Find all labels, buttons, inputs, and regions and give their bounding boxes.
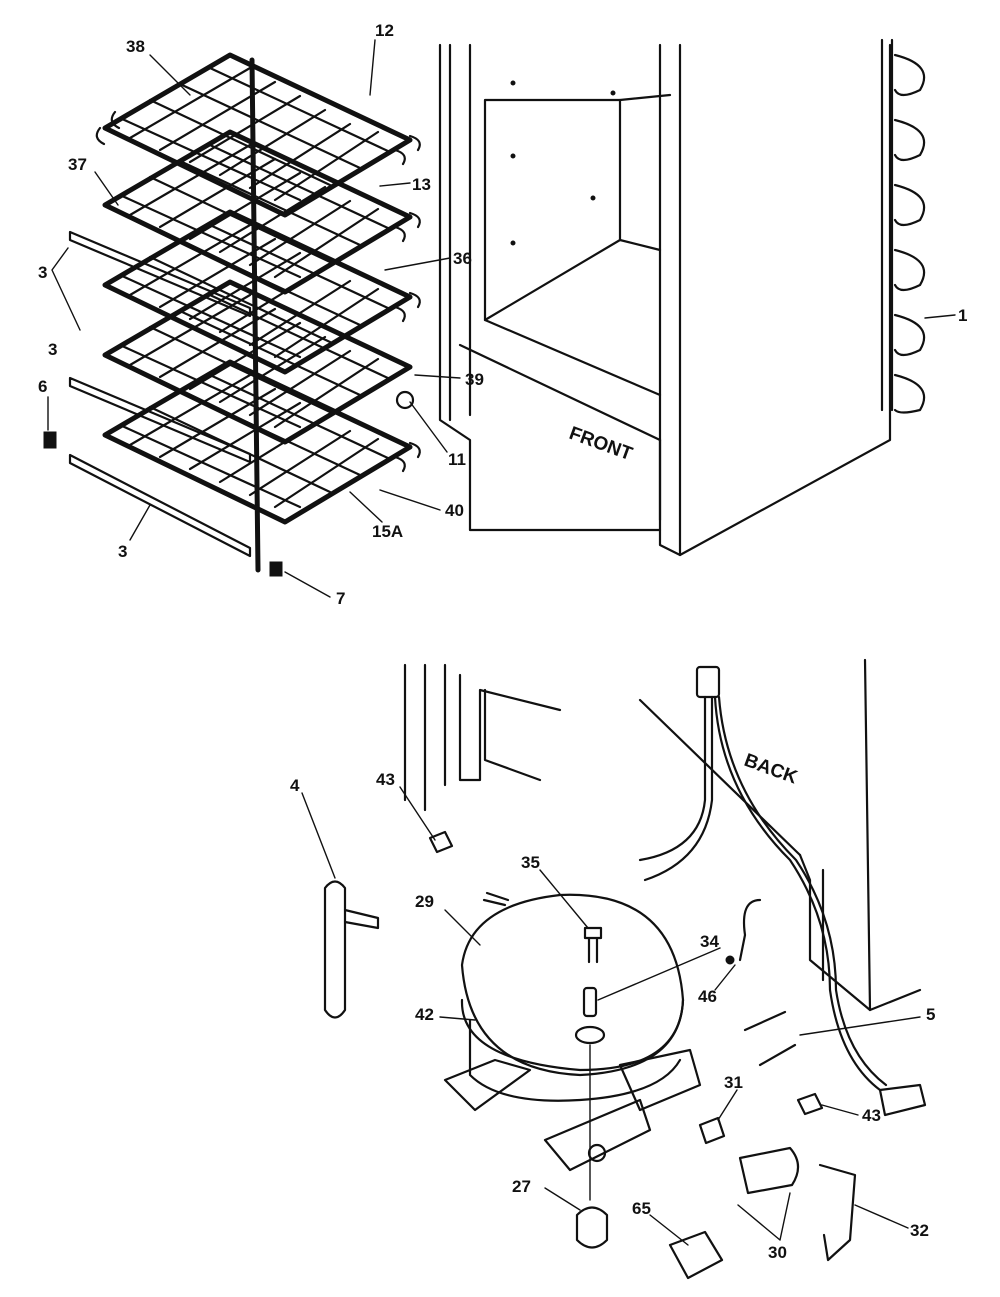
shelf-rail-upper (68, 230, 252, 318)
condenser-coil (880, 38, 926, 414)
overload-30 (738, 1146, 800, 1195)
callout-32: 32 (910, 1221, 929, 1240)
callout-3-lower: 3 (118, 542, 127, 561)
callout-1: 1 (958, 306, 967, 325)
vertical-support-wire (249, 57, 261, 573)
shelf-38 (95, 52, 421, 218)
callout-12: 12 (375, 21, 394, 40)
callout-5: 5 (926, 1005, 935, 1024)
bolt-35 (583, 926, 603, 964)
wire-shelf-assembly (43, 52, 421, 577)
callout-42: 42 (415, 1005, 434, 1024)
dryer-filter (323, 880, 380, 1019)
sleeve-34 (582, 986, 598, 1018)
callout-13: 13 (412, 175, 431, 194)
callout-31: 31 (724, 1073, 743, 1092)
cabinet-back-base: BACK (403, 658, 922, 1012)
mounting-plate (443, 1058, 652, 1172)
shelf-rail-middle (68, 376, 252, 464)
callout-46: 46 (698, 987, 717, 1006)
leader-lines (47, 39, 956, 1246)
part-7-fastener (269, 561, 283, 577)
callout-34: 34 (700, 932, 719, 951)
callout-3-upper: 3 (38, 263, 47, 282)
grommet-27 (575, 1206, 609, 1249)
callout-35: 35 (521, 853, 540, 872)
front-label: FRONT (566, 423, 635, 465)
callout-43-upper: 43 (376, 770, 395, 789)
power-plug (878, 1083, 927, 1117)
callout-6: 6 (38, 377, 47, 396)
grommet-34 (574, 1025, 606, 1045)
screw-46 (725, 955, 735, 965)
callout-29: 29 (415, 892, 434, 911)
clip-6-part (43, 431, 57, 449)
callout-43-lower: 43 (862, 1106, 881, 1125)
callout-39: 39 (465, 370, 484, 389)
cabinet-interior: FRONT (438, 43, 892, 557)
callout-15a: 15A (372, 522, 403, 541)
clip-43-upper (428, 830, 454, 854)
shelf-37 (102, 129, 421, 295)
cover-32 (818, 1163, 857, 1262)
callout-3-middle: 3 (48, 340, 57, 359)
callout-40: 40 (445, 501, 464, 520)
callout-7: 7 (336, 589, 345, 608)
callout-37: 37 (68, 155, 87, 174)
callout-65: 65 (632, 1199, 651, 1218)
callout-30: 30 (768, 1243, 787, 1262)
wiring-harness (638, 665, 927, 1117)
callout-27: 27 (512, 1177, 531, 1196)
callout-36: 36 (453, 249, 472, 268)
back-label: BACK (741, 750, 800, 789)
compressor (443, 891, 702, 1201)
callout-labels: 38 12 37 13 36 1 3 3 39 6 11 40 15A 3 7 … (38, 21, 967, 1262)
callout-4: 4 (290, 776, 300, 795)
relay-31 (698, 1116, 726, 1145)
clip-43-lower (796, 1092, 824, 1116)
callout-38: 38 (126, 37, 145, 56)
cover-65 (668, 1230, 724, 1280)
part-11-bracket (395, 390, 415, 410)
shelf-rail-lower (68, 453, 252, 558)
callout-11: 11 (448, 450, 466, 469)
